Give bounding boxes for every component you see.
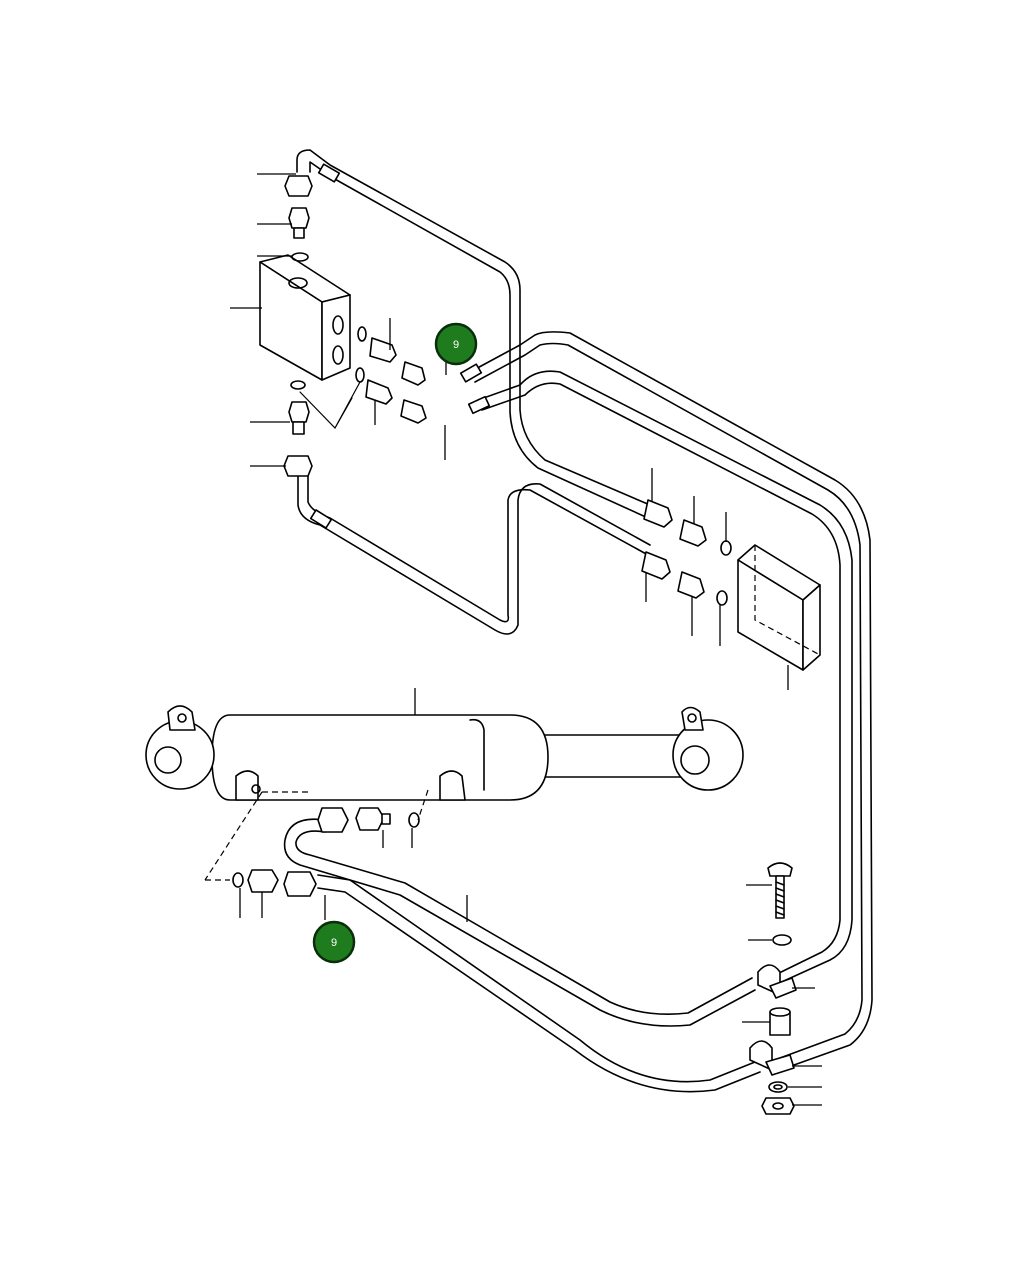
fitting-stack-mid-left [283, 380, 313, 477]
pipe-upper-right-inner [477, 370, 853, 986]
pipe-lower-cylinder [283, 818, 756, 1027]
valve-block-top [259, 254, 351, 381]
cylinder-port-links [204, 789, 429, 881]
callout-badge-lower [312, 920, 356, 964]
pipe-upper-right-outer [469, 331, 873, 1071]
callout-label-upper: 9 [453, 339, 459, 351]
leader-lines [230, 173, 822, 1106]
clamp-hardware [749, 862, 797, 1115]
callout-9-lower[interactable]: 9 [312, 920, 356, 964]
fitting-row-block-right [355, 326, 427, 424]
pipe-left-loop [297, 474, 651, 635]
valve-block-right [737, 544, 821, 671]
callout-badge-upper [434, 322, 478, 366]
hydraulic-cylinder [145, 705, 744, 801]
callout-label-lower: 9 [331, 937, 337, 949]
callout-9-upper[interactable]: 9 [434, 322, 478, 366]
pipe-lower-long [317, 874, 761, 1093]
fitting-stack-top-left [284, 175, 313, 262]
fitting-row-cylinder [232, 807, 420, 897]
pipe-top-long [296, 149, 651, 519]
fitting-row-mid-right [641, 499, 732, 606]
pipe-couplings [309, 163, 491, 529]
